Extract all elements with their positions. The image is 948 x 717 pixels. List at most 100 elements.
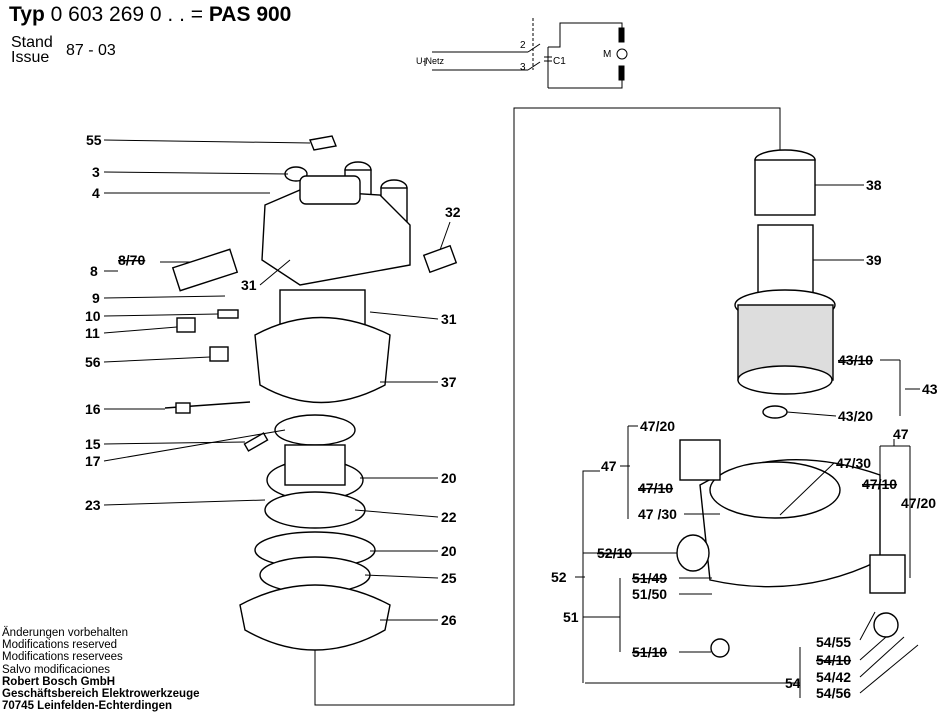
part-label: 47/30 bbox=[836, 455, 871, 471]
leader-line bbox=[103, 313, 219, 317]
part-label: 47 /30 bbox=[638, 506, 677, 522]
leader-line bbox=[859, 636, 905, 678]
part-26-base bbox=[239, 584, 391, 651]
part-label: 51/10 bbox=[632, 644, 667, 660]
company-name: Robert Bosch GmbH bbox=[2, 675, 116, 688]
part-label: 47/10 bbox=[638, 480, 673, 496]
part-label: 3 bbox=[92, 164, 100, 180]
part-label: 47/10 bbox=[862, 476, 897, 492]
part-label: 20 bbox=[441, 543, 457, 559]
leader-line bbox=[786, 411, 837, 417]
part-label: 39 bbox=[866, 252, 882, 268]
part-label: 31 bbox=[441, 311, 457, 327]
leader-line bbox=[103, 356, 211, 363]
part-label: 54/10 bbox=[816, 652, 851, 668]
part-label: 25 bbox=[441, 570, 457, 586]
part-10-clamp bbox=[217, 309, 239, 319]
leader-line bbox=[859, 611, 876, 641]
footer: Änderungen vorbehalten Modifications res… bbox=[2, 627, 200, 712]
leader-line bbox=[859, 636, 887, 661]
part-56-label bbox=[209, 346, 229, 362]
part-label: 37 bbox=[441, 374, 457, 390]
part-label: 23 bbox=[85, 497, 101, 513]
capacitor-label: C1 bbox=[553, 56, 566, 67]
typ-label: Typ bbox=[9, 3, 45, 26]
part-label: 22 bbox=[441, 509, 457, 525]
typ-number: 0 603 269 0 . . bbox=[50, 3, 185, 26]
container-assembly bbox=[676, 439, 906, 658]
company-address: 70745 Leinfelden-Echterdingen bbox=[2, 700, 172, 713]
part-label: 51/50 bbox=[632, 586, 667, 602]
issue-date: 87 - 03 bbox=[66, 42, 116, 59]
part-37-housing bbox=[254, 316, 391, 404]
part-labels: 55348/7089101156161517233231313720222025… bbox=[85, 132, 938, 701]
part-label: 47 bbox=[601, 458, 617, 474]
leader-line bbox=[364, 574, 439, 579]
motor-head-assembly bbox=[164, 135, 458, 651]
part-label: 8/70 bbox=[118, 252, 145, 268]
motor-label: M bbox=[603, 49, 611, 60]
footer-line: Änderungen vorbehalten bbox=[2, 627, 128, 639]
part-label: 51 bbox=[563, 609, 579, 625]
leader-line bbox=[103, 171, 289, 175]
part-label: 43/10 bbox=[838, 352, 873, 368]
footer-line: Modifications reservees bbox=[2, 651, 123, 664]
document-title: Typ 0 603 269 0 . . = PAS 900 bbox=[9, 3, 291, 27]
supply-label: U-Netz bbox=[416, 56, 445, 66]
stand-issue-label: Stand Issue bbox=[11, 34, 53, 66]
bracket-line bbox=[582, 470, 600, 683]
leader-line bbox=[103, 429, 286, 462]
leader-line bbox=[103, 295, 226, 299]
issue-label: Issue bbox=[11, 49, 50, 66]
part-label: 8 bbox=[90, 263, 98, 279]
part-label: 47 bbox=[893, 426, 909, 442]
part-label: 52 bbox=[551, 569, 567, 585]
part-label: 55 bbox=[86, 132, 102, 148]
part-label: 10 bbox=[85, 308, 101, 324]
stand-label: Stand bbox=[11, 34, 53, 51]
part-label: 17 bbox=[85, 453, 101, 469]
part-label: 54 bbox=[785, 675, 801, 691]
footer-line: Modifications reserved bbox=[2, 639, 118, 652]
part-label: 43/20 bbox=[838, 408, 873, 424]
leader-line bbox=[103, 499, 266, 506]
part-label: 51/49 bbox=[632, 570, 667, 586]
part-17-seal bbox=[274, 414, 356, 446]
part-15-plug bbox=[243, 432, 269, 452]
part-label: 32 bbox=[445, 204, 461, 220]
footer-line: Salvo modificaciones bbox=[2, 663, 111, 676]
leader-line bbox=[779, 462, 835, 516]
leader-line bbox=[369, 311, 439, 320]
leader-line bbox=[859, 644, 919, 694]
part-22-ring bbox=[264, 491, 366, 529]
part-label: 4 bbox=[92, 185, 100, 201]
part-label: 52/10 bbox=[597, 545, 632, 561]
part-label: 20 bbox=[441, 470, 457, 486]
part-51-10-castor bbox=[710, 638, 730, 658]
equals-sign: = bbox=[190, 3, 204, 26]
part-label: 38 bbox=[866, 177, 882, 193]
part-32-card bbox=[422, 244, 458, 274]
wiring-schematic bbox=[424, 18, 628, 89]
company-division: Geschäftsbereich Elektrowerkzeuge bbox=[2, 688, 200, 701]
part-label: 54/42 bbox=[816, 669, 851, 685]
leader-line bbox=[354, 509, 439, 518]
part-43-20-nut bbox=[762, 405, 788, 419]
part-label: 47/20 bbox=[901, 495, 936, 511]
part-label: 47/20 bbox=[640, 418, 675, 434]
leader-line bbox=[103, 139, 311, 144]
leader-line bbox=[103, 326, 178, 334]
part-55-label-plate bbox=[309, 135, 337, 151]
leader-line bbox=[439, 221, 451, 251]
part-8-switch bbox=[171, 248, 239, 292]
part-52-10-inlet bbox=[676, 534, 710, 572]
part-label: 26 bbox=[441, 612, 457, 628]
part-label: 16 bbox=[85, 401, 101, 417]
part-label: 9 bbox=[92, 290, 100, 306]
part-54-10-wheel bbox=[873, 612, 899, 638]
part-label: 11 bbox=[85, 325, 100, 341]
part-label: 54/56 bbox=[816, 685, 851, 701]
model-name: PAS 900 bbox=[208, 3, 292, 26]
part-label: 31 bbox=[241, 277, 257, 293]
